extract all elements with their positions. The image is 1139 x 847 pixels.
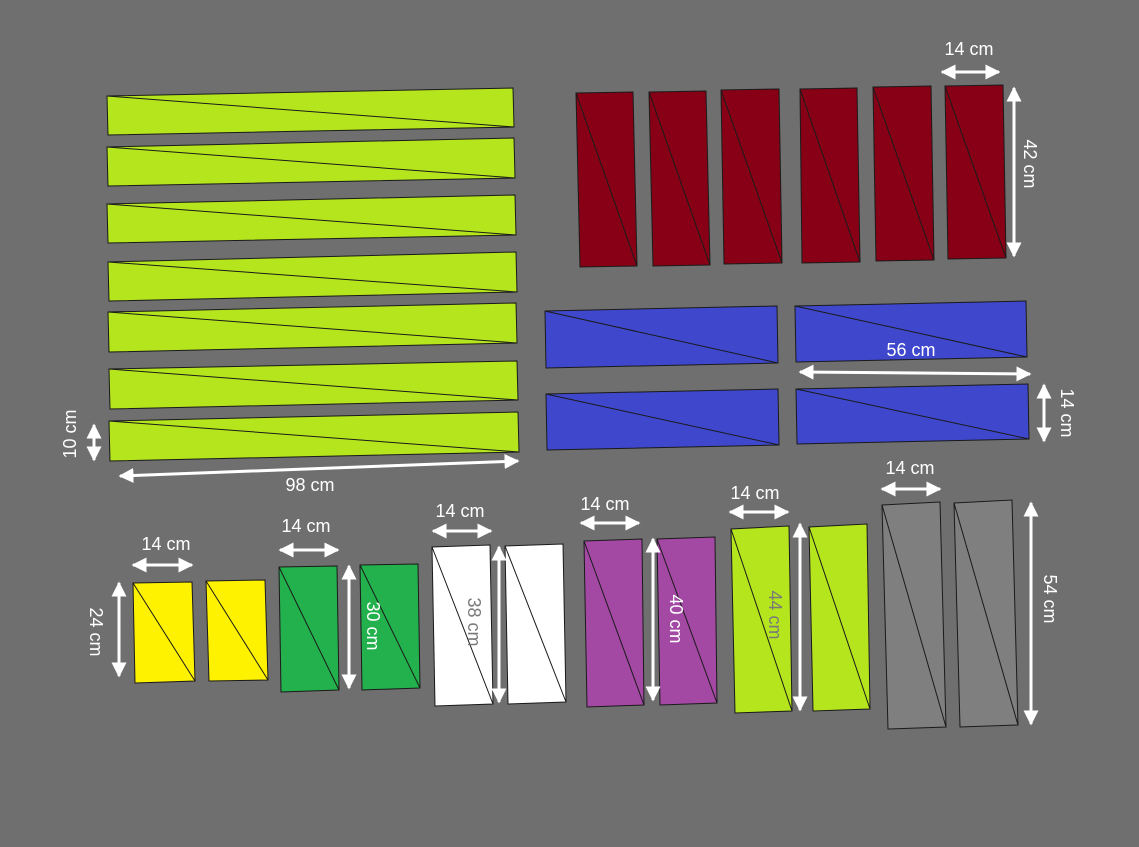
strip-cut-line	[106, 203, 517, 236]
piece-cut-line	[205, 580, 269, 681]
lime-strips-group	[106, 87, 520, 462]
strip-cut-line	[107, 261, 518, 293]
blue-width-label: 56 cm	[886, 340, 935, 360]
piece-cut-line	[132, 582, 196, 682]
purple-height-label: 40 cm	[666, 594, 686, 643]
green-width-label: 14 cm	[281, 516, 330, 536]
purple-pieces-group	[583, 536, 718, 708]
gray-width-label: 14 cm	[885, 458, 934, 478]
white-width-label: 14 cm	[435, 501, 484, 521]
strip-cut-line	[106, 95, 515, 128]
maroon-width-label: 14 cm	[944, 39, 993, 59]
green-height-label: 30 cm	[363, 601, 383, 650]
blue-height-label: 14 cm	[1057, 388, 1077, 437]
piece-cut-line	[808, 526, 871, 710]
board-cut-line	[795, 388, 1030, 440]
purple-width-label: 14 cm	[580, 494, 629, 514]
piece-cut-line	[431, 546, 494, 705]
lime-strip-height-label: 10 cm	[60, 409, 80, 458]
lime-piece-width-label: 14 cm	[730, 483, 779, 503]
maroon-boards-group	[575, 84, 1007, 268]
lime-strip-length-label: 98 cm	[285, 475, 334, 495]
piece-cut-line	[953, 502, 1019, 726]
blue-width-arrow	[798, 364, 1032, 382]
piece-cut-line	[881, 504, 947, 728]
piece-cut-line	[278, 566, 340, 691]
piece-cut-line	[656, 538, 718, 704]
green-pieces-group	[278, 563, 421, 693]
board-cut-line	[648, 91, 711, 266]
piece-cut-line	[730, 528, 793, 712]
strip-cut-line	[108, 368, 519, 401]
dimension-arrows	[86, 64, 1052, 726]
board-cut-line	[720, 89, 783, 264]
piece-cut-line	[359, 564, 421, 689]
gray-height-label: 54 cm	[1040, 574, 1060, 623]
piece-cut-line	[583, 540, 645, 706]
white-height-label: 38 cm	[464, 597, 484, 646]
piece-cut-line	[504, 545, 567, 703]
board-cut-line	[872, 86, 935, 261]
blue-boards-group	[544, 300, 1030, 451]
lime-piece-height-label: 44 cm	[765, 590, 785, 639]
gray-pieces-group	[881, 499, 1019, 730]
yellow-height-label: 24 cm	[86, 607, 106, 656]
lime-strip-length-arrow	[118, 454, 520, 483]
white-pieces-group	[431, 543, 567, 707]
board-cut-line	[944, 85, 1007, 259]
board-cut-line	[575, 92, 638, 267]
board-cut-line	[544, 310, 779, 364]
lime-pieces-group	[730, 523, 871, 714]
strip-cut-line	[107, 311, 518, 344]
dimension-labels: 98 cm 10 cm 14 cm 42 cm 56 cm 14 cm 14 c…	[60, 39, 1077, 657]
board-cut-line	[545, 393, 780, 446]
strip-cut-line	[108, 420, 520, 453]
maroon-height-label: 42 cm	[1020, 139, 1040, 188]
strip-cut-line	[106, 146, 516, 179]
board-cut-line	[799, 88, 861, 263]
yellow-pieces-group	[132, 579, 269, 684]
yellow-width-label: 14 cm	[141, 534, 190, 554]
board-cut-line	[794, 305, 1028, 358]
